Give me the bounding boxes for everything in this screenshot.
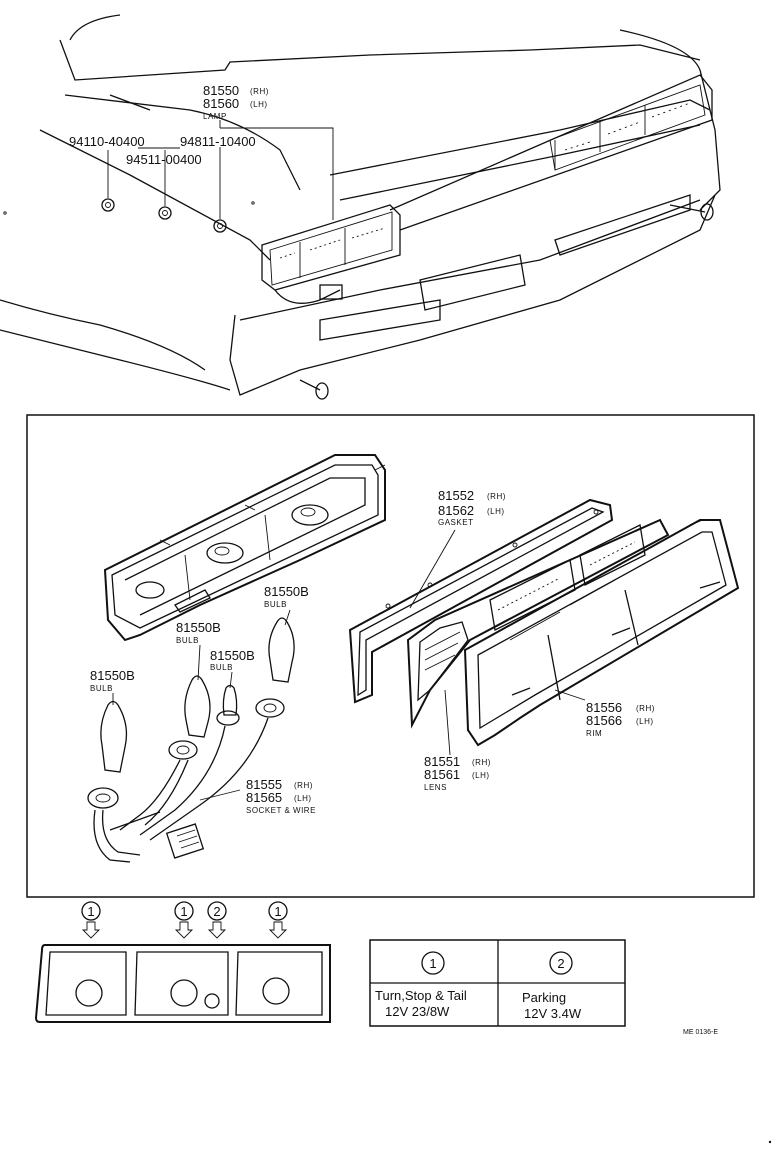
legend-col2-line2: 12V 3.4W xyxy=(524,1006,582,1021)
bulb-c-number: 81550B xyxy=(210,648,255,663)
bulb-b-number: 81550B xyxy=(176,620,221,635)
lens-rh-number: 81551 xyxy=(424,754,460,769)
lamp-rh-side: (RH) xyxy=(250,87,269,96)
socket-rh-number: 81555 xyxy=(246,777,282,792)
rim-lh-side: (LH) xyxy=(636,717,654,726)
lamp-lh-side: (LH) xyxy=(250,100,268,109)
detail-callouts: 81552 (RH) 81562 (LH) GASKET 81550B BULB… xyxy=(90,488,655,815)
lens-lh-number: 81561 xyxy=(424,767,460,782)
socket-wire-illustration xyxy=(87,698,285,863)
legend-col2-line1: Parking xyxy=(522,990,566,1005)
socket-name: SOCKET & WIRE xyxy=(246,806,316,815)
rim-illustration xyxy=(463,519,740,747)
legend-col2-number: 2 xyxy=(557,956,564,971)
legend-col1-line1: Turn,Stop & Tail xyxy=(375,988,467,1003)
marker-1-b: 1 xyxy=(180,904,187,919)
marker-1-a: 1 xyxy=(87,904,94,919)
bulb-position-diagram: 1 1 2 1 xyxy=(34,901,331,1023)
marker-2: 2 xyxy=(213,904,220,919)
taillight-dots xyxy=(564,102,691,151)
footer-code: ME 0136-E xyxy=(683,1029,718,1036)
rim-name: RIM xyxy=(586,729,602,738)
socket-lh-side: (LH) xyxy=(294,794,312,803)
gasket-rh-number: 81552 xyxy=(438,488,474,503)
nut-a-number: 94110-40400 xyxy=(69,134,145,149)
gasket-illustration xyxy=(348,498,614,704)
detail-leaders xyxy=(112,529,586,801)
rim-lh-number: 81566 xyxy=(586,713,622,728)
lens-rh-side: (RH) xyxy=(472,758,491,767)
bulb-spec-table: 1 2 Turn,Stop & Tail 12V 23/8W Parking 1… xyxy=(369,939,626,1027)
lens-name: LENS xyxy=(424,783,447,792)
nut-icon xyxy=(101,198,227,233)
bulb-b-name: BULB xyxy=(176,636,199,645)
lens-lh-side: (LH) xyxy=(472,771,490,780)
bulb-d-name: BULB xyxy=(264,600,287,609)
nut-b-number: 94811-10400 xyxy=(180,134,256,149)
rim-rh-side: (RH) xyxy=(636,704,655,713)
bulb-c-name: BULB xyxy=(210,663,233,672)
bulb-a-number: 81550B xyxy=(90,668,135,683)
nut-c-number: 94511-00400 xyxy=(126,152,202,167)
lamp-lh-number: 81560 xyxy=(203,96,239,111)
legend-col1-line2: 12V 23/8W xyxy=(385,1004,450,1019)
marker-1-c: 1 xyxy=(274,904,281,919)
legend-col1-number: 1 xyxy=(429,956,436,971)
lamp-housing-illustration xyxy=(103,454,386,642)
socket-lh-number: 81565 xyxy=(246,790,282,805)
detail-frame xyxy=(26,414,755,898)
car-rear-illustration xyxy=(0,14,721,400)
socket-rh-side: (RH) xyxy=(294,781,313,790)
gasket-rh-side: (RH) xyxy=(487,492,506,501)
top-callouts: 81550 (RH) 81560 (LH) LAMP 94110-40400 9… xyxy=(69,83,269,167)
gasket-name: GASKET xyxy=(438,518,473,527)
lamp-rh-number: 81550 xyxy=(203,83,239,98)
rim-rh-number: 81556 xyxy=(586,700,622,715)
gasket-lh-side: (LH) xyxy=(487,507,505,516)
bulb-a-name: BULB xyxy=(90,684,113,693)
bulb-d-number: 81550B xyxy=(264,584,309,599)
gasket-lh-number: 81562 xyxy=(438,503,474,518)
lamp-name: LAMP xyxy=(203,112,227,121)
